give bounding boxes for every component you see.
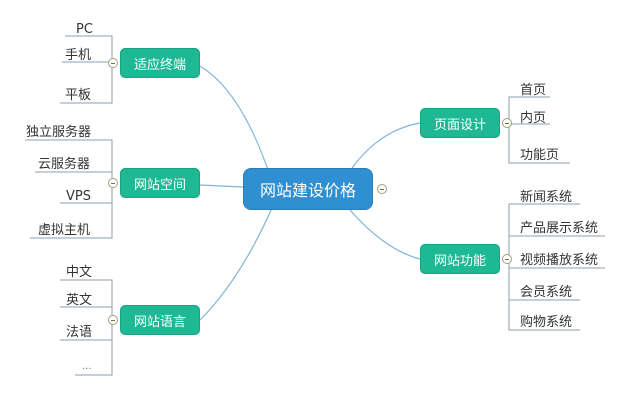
collapse-icon[interactable] (502, 118, 512, 128)
connector-center-space (199, 184, 244, 188)
leaf-mobile[interactable]: 手机 (65, 48, 92, 63)
leaf-news-system[interactable]: 新闻系统 (520, 190, 573, 205)
leaf-video-system[interactable]: 视频播放系统 (520, 253, 599, 268)
leaf-inner-page[interactable]: 内页 (520, 111, 547, 126)
connector-center-design (351, 122, 421, 169)
leaf-vps[interactable]: VPS (66, 189, 91, 204)
connector-center-terminal (199, 65, 269, 171)
leaf-function-page[interactable]: 功能页 (520, 148, 560, 163)
branch-design[interactable]: 页面设计 (420, 108, 500, 138)
leaf-cloud-server[interactable]: 云服务器 (38, 157, 91, 172)
collapse-icon[interactable] (108, 58, 118, 68)
connector-center-language (199, 207, 273, 321)
connector-center-function (349, 209, 421, 260)
leaf-tablet[interactable]: 平板 (65, 88, 92, 103)
leaf-dedicated-server[interactable]: 独立服务器 (26, 125, 92, 140)
leaf-english[interactable]: 英文 (66, 293, 93, 308)
leaf-virtual-host[interactable]: 虚拟主机 (38, 223, 91, 238)
branch-space[interactable]: 网站空间 (120, 168, 200, 198)
central-topic-label: 网站建设价格 (259, 181, 356, 200)
branch-space-label: 网站空间 (133, 177, 186, 193)
leaf-home[interactable]: 首页 (520, 83, 547, 98)
branch-function-label: 网站功能 (433, 253, 486, 269)
branch-terminal[interactable]: 适应终端 (120, 48, 200, 78)
collapse-icon[interactable] (108, 315, 118, 325)
branch-terminal-label: 适应终端 (133, 57, 186, 73)
leaf-french[interactable]: 法语 (66, 325, 93, 340)
collapse-icon[interactable] (377, 184, 387, 194)
branch-design-label: 页面设计 (433, 117, 486, 133)
leaf-shopping-system[interactable]: 购物系统 (520, 315, 573, 330)
leaf-member-system[interactable]: 会员系统 (520, 285, 573, 300)
branch-language[interactable]: 网站语言 (120, 305, 200, 335)
leaf-product-system[interactable]: 产品展示系统 (520, 221, 599, 236)
collapse-icon[interactable] (108, 178, 118, 188)
central-topic[interactable]: 网站建设价格 (243, 168, 373, 210)
branch-function[interactable]: 网站功能 (420, 244, 500, 274)
leaf-more[interactable]: ... (82, 361, 92, 372)
branch-language-label: 网站语言 (133, 314, 186, 330)
leaf-chinese[interactable]: 中文 (66, 265, 93, 280)
collapse-icon[interactable] (502, 254, 512, 264)
leaf-pc[interactable]: PC (76, 22, 93, 37)
